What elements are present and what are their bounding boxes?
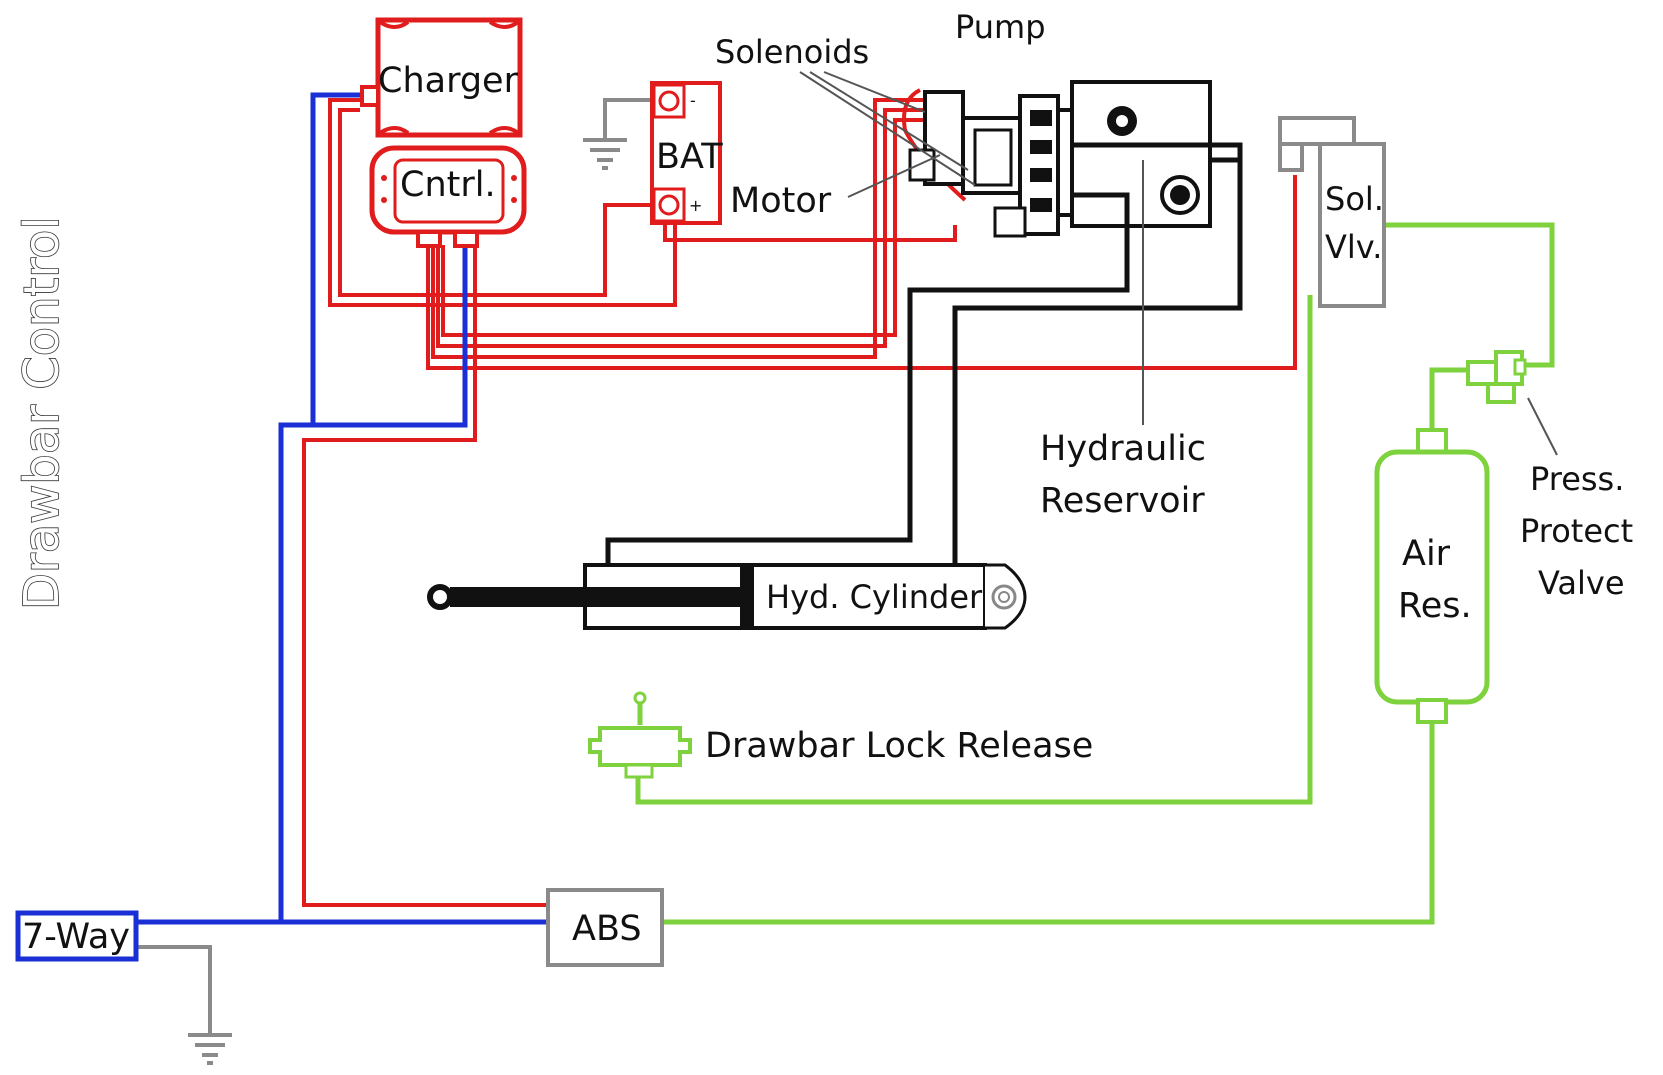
- hydraulic-cylinder: [427, 563, 1027, 630]
- pneumatic-lines: [635, 222, 1555, 925]
- solenoid-valve: [1278, 116, 1386, 308]
- air-reservoir-label: Air Res.: [1398, 534, 1472, 626]
- sol-valve-label-line2: Vlv.: [1325, 228, 1382, 266]
- press-protect-valve-label-line2: Protect: [1520, 512, 1633, 550]
- abs-label: ABS: [572, 909, 642, 949]
- sol-valve-label: Sol. Vlv.: [1325, 180, 1394, 266]
- solenoids-label: Solenoids: [715, 33, 869, 71]
- pressure-protect-valve: [1466, 350, 1527, 404]
- pump-label: Pump: [955, 8, 1046, 46]
- air-reservoir: [1374, 428, 1490, 724]
- hydraulic-reservoir-label-line2: Reservoir: [1040, 481, 1205, 521]
- abs-unit: ABS: [546, 888, 664, 967]
- motor-label: Motor: [730, 181, 832, 221]
- controller: Cntrl.: [369, 145, 527, 248]
- press-protect-valve-label-line3: Valve: [1538, 564, 1625, 602]
- charger-label: Charger: [378, 61, 519, 101]
- drawbar-lock-release: [588, 691, 692, 779]
- red-wiring: [302, 88, 1297, 907]
- leader-lines: [799, 71, 1558, 456]
- air-reservoir-label-line2: Res.: [1398, 586, 1472, 626]
- air-reservoir-label-line1: Air: [1402, 534, 1451, 574]
- hydraulic-lines-top: [1070, 142, 1243, 308]
- diagram-title: Drawbar Control: [14, 216, 70, 610]
- blue-wiring: [136, 92, 548, 925]
- battery-neg-terminal: -: [690, 91, 696, 110]
- battery: - + BAT: [650, 81, 723, 225]
- press-protect-valve-label-line1: Press.: [1530, 460, 1624, 498]
- battery-pos-terminal: +: [689, 196, 702, 215]
- ground-lines: [136, 98, 652, 1035]
- hydraulic-reservoir: [1070, 80, 1212, 228]
- seven-way-label: 7-Way: [22, 917, 130, 957]
- charger: Charger: [360, 17, 523, 138]
- ground-symbol-seven-way: [188, 1033, 232, 1065]
- battery-label: BAT: [656, 137, 723, 177]
- ground-symbol-battery: [583, 138, 627, 170]
- press-protect-valve-label: Press. Protect Valve: [1520, 460, 1643, 602]
- drawbar-lock-release-label: Drawbar Lock Release: [705, 726, 1093, 766]
- hyd-cylinder-label: Hyd. Cylinder: [766, 578, 983, 616]
- sol-valve-label-line1: Sol.: [1325, 180, 1384, 218]
- controller-label: Cntrl.: [400, 165, 496, 205]
- hydraulic-reservoir-label-line1: Hydraulic: [1040, 429, 1206, 469]
- pump-assembly: [908, 90, 1072, 238]
- seven-way-connector: 7-Way: [15, 910, 139, 962]
- hydraulic-reservoir-label: Hydraulic Reservoir: [1040, 429, 1217, 521]
